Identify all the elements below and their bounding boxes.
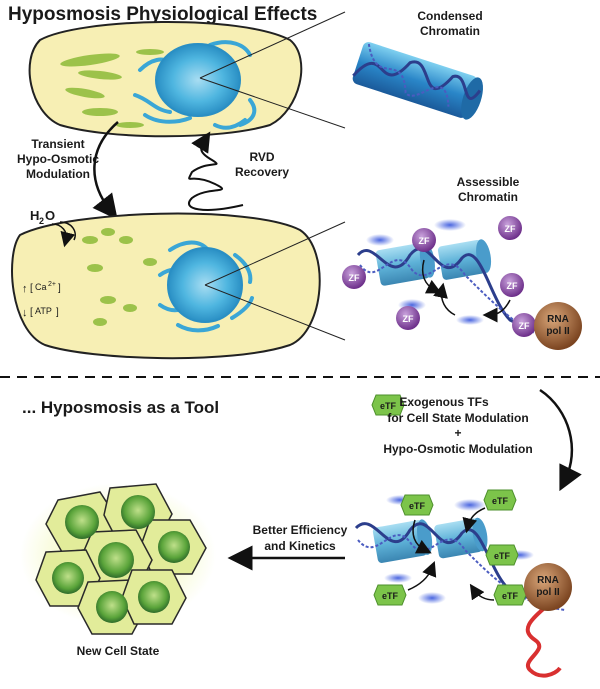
better-label: and Kinetics [264, 539, 336, 553]
svg-text:ZF: ZF [519, 321, 530, 331]
svg-text:eTF: eTF [409, 501, 426, 511]
zoom-line [204, 221, 346, 286]
zinc-finger-protein: ZF [396, 306, 420, 330]
mitochondria-group [82, 228, 157, 326]
exogenous-label: for Cell State Modulation [387, 411, 528, 425]
svg-text:ZF: ZF [349, 273, 360, 283]
svg-text:eTF: eTF [382, 591, 399, 601]
top-title: Hyposmosis Physiological Effects [8, 4, 317, 25]
binding-arrow [412, 519, 432, 554]
svg-text:2+: 2+ [48, 281, 56, 288]
condensed-chromatin [352, 42, 483, 120]
zinc-finger-protein: ZF [500, 273, 524, 297]
better-label: Better Efficiency [253, 523, 348, 537]
etf-legend-icon: eTF [371, 394, 405, 416]
svg-text:ZF: ZF [507, 281, 518, 291]
svg-text:pol II: pol II [546, 326, 570, 337]
svg-text:]: ] [58, 283, 61, 294]
bottom-title: ... Hyposmosis as a Tool [22, 398, 219, 417]
svg-text:ZF: ZF [403, 314, 414, 324]
binding-arrow [433, 282, 456, 316]
svg-text:eTF: eTF [494, 551, 511, 561]
etf-protein: eTF [373, 584, 407, 606]
svg-text:RNA: RNA [537, 575, 559, 586]
cell-swollen [11, 212, 321, 360]
svg-text:H: H [30, 208, 39, 223]
water-influx-arrow [59, 221, 76, 241]
binding-arrow [482, 299, 511, 323]
svg-text:[: [ [30, 307, 33, 318]
h2o-label: H 2 O [30, 208, 55, 226]
condensed-label: Chromatin [420, 24, 480, 38]
svg-text:Ca: Ca [35, 282, 47, 292]
svg-text:ZF: ZF [419, 236, 430, 246]
etf-protein: eTF [485, 544, 519, 566]
nucleus-upper [155, 43, 241, 117]
rvd-arrow [188, 131, 244, 211]
svg-text:]: ] [56, 307, 59, 318]
treatment-arrow [539, 388, 582, 492]
svg-text:eTF: eTF [502, 591, 519, 601]
rna-polymerase-ii: RNA pol II [534, 302, 582, 350]
mrna-ribbon [525, 603, 562, 678]
zoom-line [199, 11, 346, 79]
binding-arrow [462, 507, 486, 534]
zoom-line [204, 284, 346, 341]
water-influx-arrow [51, 223, 76, 248]
plus-label: + [454, 426, 461, 440]
binding-arrow [469, 583, 495, 601]
exogenous-label: Exogenous TFs [399, 395, 489, 409]
transient-arrow [92, 121, 119, 220]
svg-text:O: O [45, 208, 55, 223]
binding-arrow [421, 259, 442, 294]
svg-text:eTF: eTF [380, 401, 397, 411]
condensed-label: Condensed [417, 9, 482, 23]
svg-text:RNA: RNA [547, 314, 569, 325]
etf-protein: eTF [400, 494, 434, 516]
svg-text:ATP: ATP [35, 306, 52, 316]
cell-upper [28, 20, 303, 138]
rna-polymerase-ii: RNA pol II [524, 563, 572, 611]
svg-text:[: [ [30, 283, 33, 294]
svg-text:ZF: ZF [505, 224, 516, 234]
etf-protein: eTF [493, 584, 527, 606]
rvd-label: RVD [249, 150, 274, 164]
exogenous-label: Hypo-Osmotic Modulation [383, 442, 532, 456]
new-cell-state-label: New Cell State [77, 644, 160, 658]
zoom-line [199, 77, 346, 129]
transient-label: Hypo-Osmotic [17, 152, 99, 166]
zinc-finger-protein: ZF [342, 265, 366, 289]
rvd-label: Recovery [235, 165, 289, 179]
accessible-label: Assessible [457, 175, 520, 189]
zinc-finger-protein: ZF [412, 228, 436, 252]
etf-protein: eTF [483, 489, 517, 511]
zinc-finger-protein: ZF [512, 313, 536, 337]
calcium-indicator: ↑ [ Ca 2+ ] [22, 281, 61, 295]
svg-text:pol II: pol II [536, 587, 560, 598]
svg-text:↑: ↑ [22, 283, 28, 295]
svg-text:2: 2 [39, 216, 44, 226]
transient-label: Modulation [26, 167, 90, 181]
mitochondria-group [60, 49, 164, 128]
new-cell-cluster [20, 483, 216, 635]
zinc-finger-protein: ZF [498, 216, 522, 240]
accessible-label: Chromatin [458, 190, 518, 204]
svg-text:eTF: eTF [492, 496, 509, 506]
svg-text:↓: ↓ [22, 307, 28, 319]
binding-arrow [407, 561, 437, 591]
transient-label: Transient [31, 137, 84, 151]
accessible-chromatin [356, 219, 566, 341]
atp-indicator: ↓ [ ATP ] [22, 306, 59, 319]
